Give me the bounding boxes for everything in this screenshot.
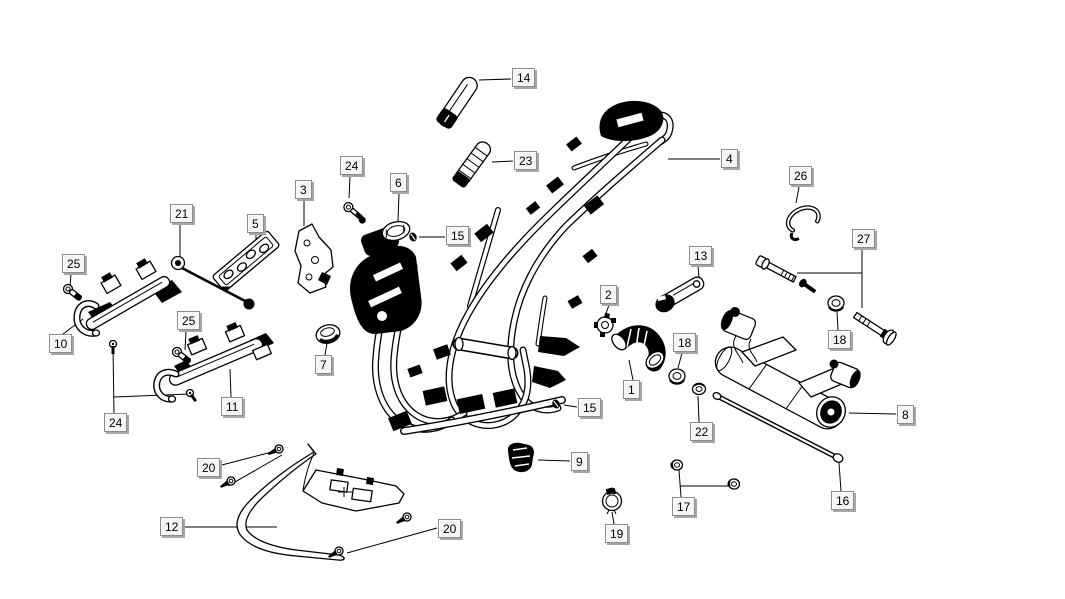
leader-line-1 (628, 359, 634, 381)
part-22-washer (691, 382, 707, 396)
leader-line-24 (113, 393, 190, 398)
leader-line-20 (227, 454, 283, 487)
callout-5-button[interactable]: 5 (247, 214, 264, 233)
part-10-bracket-rail-upper (77, 258, 182, 336)
leader-line-7 (324, 342, 328, 356)
part-11-bracket-rail-lower (157, 322, 274, 403)
part-17-nut-b (726, 476, 742, 492)
callout-25-button[interactable]: 25 (62, 254, 86, 273)
callout-22-button[interactable]: 22 (690, 422, 714, 441)
leader-line-6 (397, 192, 400, 222)
callout-24-button[interactable]: 24 (340, 156, 364, 175)
callout-21-button[interactable]: 21 (170, 204, 194, 223)
callout-6-button[interactable]: 6 (390, 173, 407, 192)
leader-line-11 (229, 368, 232, 398)
callout-24-button[interactable]: 24 (104, 413, 128, 432)
callout-11-button[interactable]: 11 (221, 397, 244, 416)
part-16-rod (712, 391, 844, 463)
callout-17-button[interactable]: 17 (672, 497, 696, 516)
part-20-screw-b (217, 474, 238, 492)
part-7-cap (315, 324, 341, 344)
leader-line-8 (848, 412, 897, 415)
callout-10-button[interactable]: 10 (49, 334, 73, 353)
leader-line-19 (611, 511, 615, 525)
part-18-nut-right (826, 294, 846, 312)
leader-line-24 (348, 175, 351, 199)
callout-15-button[interactable]: 15 (578, 398, 602, 417)
part-20-screw-c (393, 510, 414, 528)
part-18-nut-left (667, 367, 687, 385)
leader-line-13 (697, 265, 700, 279)
part-23-footrest-rubber (452, 141, 492, 188)
leader-line-14 (478, 78, 512, 81)
leader-line-26 (795, 186, 800, 204)
callout-12-button[interactable]: 12 (160, 517, 184, 536)
callout-25-button[interactable]: 25 (177, 311, 201, 330)
leader-line-25 (184, 330, 187, 351)
callout-3-button[interactable]: 3 (295, 180, 312, 199)
part-27-stud (799, 278, 817, 294)
part-27-bolts (755, 255, 897, 346)
callout-1-button[interactable]: 1 (623, 380, 640, 399)
callout-18-button[interactable]: 18 (673, 333, 697, 352)
leader-line-20 (217, 451, 273, 467)
part-26-band-clamp (785, 205, 821, 242)
part-13-lever (655, 276, 705, 313)
callout-15-button[interactable]: 15 (446, 226, 470, 245)
callout-20-button[interactable]: 20 (438, 519, 462, 538)
callout-27-button[interactable]: 27 (852, 229, 876, 248)
callout-26-button[interactable]: 26 (789, 166, 813, 185)
callout-14-button[interactable]: 14 (512, 68, 536, 87)
leader-line-20 (346, 527, 438, 554)
part-14-footrest-peg (436, 76, 478, 129)
part-6-grommet (381, 220, 411, 242)
part-25-bolt-left (61, 282, 85, 304)
callout-9-button[interactable]: 9 (571, 452, 588, 471)
part-5-stamped-plate (212, 230, 280, 293)
part-9-rubber-mount (507, 442, 534, 473)
leader-line-18 (836, 311, 839, 331)
callout-13-button[interactable]: 13 (689, 246, 713, 265)
leader-line-22 (697, 395, 700, 423)
leader-line-15 (563, 404, 578, 408)
callout-16-button[interactable]: 16 (831, 491, 855, 510)
part-19-clamp (601, 487, 623, 515)
part-17-nut-a (670, 458, 684, 472)
callout-7-button[interactable]: 7 (315, 355, 332, 374)
callout-8-button[interactable]: 8 (897, 405, 914, 424)
part-frame-chassis (350, 100, 670, 431)
callout-23-button[interactable]: 23 (514, 151, 538, 170)
callout-19-button[interactable]: 19 (605, 524, 629, 543)
leader-line-17 (678, 469, 682, 498)
part-24-bolt-top (343, 201, 366, 224)
part-24-screws-bottom (108, 339, 197, 403)
part-21-tie-rod (170, 255, 255, 310)
callout-18-button[interactable]: 18 (828, 330, 852, 349)
leader-line-24 (112, 346, 115, 414)
leader-line-16 (838, 462, 842, 492)
callout-4-button[interactable]: 4 (721, 149, 738, 168)
callout-2-button[interactable]: 2 (600, 285, 617, 304)
part-1-elbow-duct (611, 325, 666, 372)
leader-line-9 (537, 459, 571, 462)
part-12-under-panel (236, 443, 405, 561)
part-8-engine-mount (714, 307, 861, 430)
part-15-nut-upper (407, 230, 419, 244)
leader-line-18 (677, 352, 683, 369)
leader-line-23 (491, 160, 514, 163)
part-3-bracket-plate (294, 223, 334, 294)
callout-20-button[interactable]: 20 (197, 458, 221, 477)
part-2-clamp (594, 312, 616, 337)
